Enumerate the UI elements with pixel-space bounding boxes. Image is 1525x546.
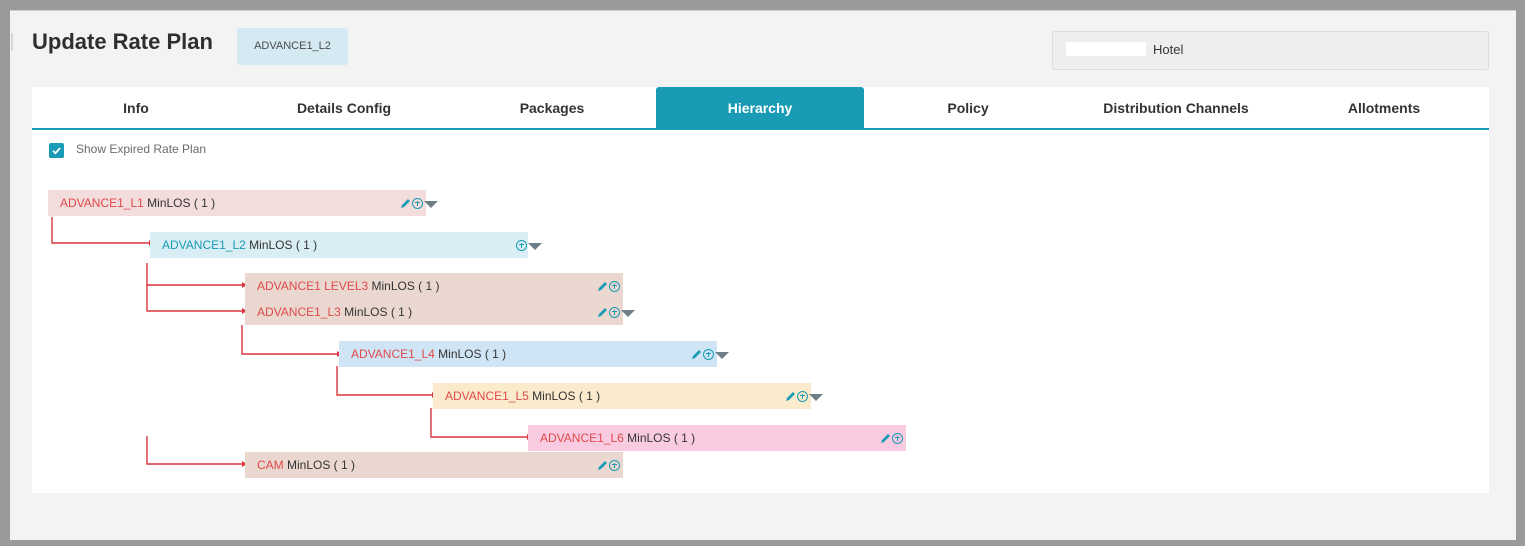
rate-plan-name: ADVANCE1_L5 [445,389,533,403]
add-child-icon[interactable] [703,348,714,360]
chevron-down-icon[interactable] [809,394,823,401]
add-child-icon[interactable] [516,239,527,251]
show-expired-checkbox[interactable] [49,143,64,158]
add-child-icon[interactable] [609,280,620,292]
edit-pencil-icon[interactable] [880,433,891,444]
add-child-icon[interactable] [412,197,423,209]
rate-plan-node[interactable]: ADVANCE1_L2 MinLOS ( 1 ) [150,232,542,258]
chevron-down-icon[interactable] [715,352,729,359]
hierarchy-connectors [51,217,532,467]
node-actions [597,452,620,478]
node-actions [597,299,635,325]
hotel-name-redacted [1066,42,1146,56]
rate-plan-name: ADVANCE1 LEVEL3 [257,279,372,293]
chevron-down-icon[interactable] [528,243,542,250]
add-child-icon[interactable] [797,390,808,402]
rate-plan-minlos: MinLOS ( 1 ) [147,196,216,210]
rate-plan-node[interactable]: ADVANCE1_L6 MinLOS ( 1 ) [528,425,906,451]
edit-pencil-icon[interactable] [785,391,796,402]
rate-plan-minlos: MinLOS ( 1 ) [249,238,318,252]
rate-plan-minlos: MinLOS ( 1 ) [532,389,601,403]
node-actions [785,383,823,409]
edit-pencil-icon[interactable] [400,198,411,209]
rate-plan-name: ADVANCE1_L4 [351,347,439,361]
node-actions [515,232,542,258]
edit-pencil-icon[interactable] [597,307,608,318]
tab-hierarchy[interactable]: Hierarchy [656,87,864,128]
rate-plan-minlos: MinLOS ( 1 ) [627,431,696,445]
rate-plan-minlos: MinLOS ( 1 ) [371,279,440,293]
chevron-down-icon[interactable] [424,201,438,208]
show-expired-label: Show Expired Rate Plan [76,142,207,156]
page-title: Update Rate Plan [32,29,213,54]
window-edge [11,33,13,51]
rate-plan-name: ADVANCE1_L3 [257,305,345,319]
rate-plan-name: ADVANCE1_L2 [162,238,250,252]
content-card: Info Details Config Packages Hierarchy P… [32,87,1489,493]
rate-plan-name: ADVANCE1_L1 [60,196,148,210]
node-actions [597,273,620,299]
hotel-label: Hotel [1153,42,1184,57]
rate-plan-node[interactable]: ADVANCE1_L3 MinLOS ( 1 ) [245,299,635,325]
rate-plan-minlos: MinLOS ( 1 ) [287,458,356,472]
rate-plan-name: CAM [257,458,287,472]
add-child-icon[interactable] [892,432,903,444]
edit-pencil-icon[interactable] [597,281,608,292]
checkmark-icon [52,147,61,155]
rate-plan-node[interactable]: ADVANCE1_L5 MinLOS ( 1 ) [433,383,823,409]
add-child-icon[interactable] [609,306,620,318]
tab-allotments[interactable]: Allotments [1347,99,1421,116]
node-actions [691,341,729,367]
tab-policy[interactable]: Policy [947,99,989,116]
rate-plan-node[interactable]: CAM MinLOS ( 1 ) [245,452,623,478]
hotel-selector[interactable]: Hotel [1052,31,1489,70]
tab-info[interactable]: Info [123,99,149,116]
tab-bar: Info Details Config Packages Hierarchy P… [32,87,1489,130]
tab-details-config[interactable]: Details Config [296,99,392,116]
edit-pencil-icon[interactable] [691,349,702,360]
node-actions [400,190,438,216]
rate-plan-node[interactable]: ADVANCE1 LEVEL3 MinLOS ( 1 ) [245,273,623,299]
rate-plan-minlos: MinLOS ( 1 ) [438,347,507,361]
node-actions [880,425,903,451]
plan-code-badge: ADVANCE1_L2 [237,28,348,65]
tab-packages[interactable]: Packages [519,99,585,116]
edit-pencil-icon[interactable] [597,460,608,471]
rate-plan-minlos: MinLOS ( 1 ) [344,305,413,319]
rate-plan-name: ADVANCE1_L6 [540,431,628,445]
rate-plan-node[interactable]: ADVANCE1_L4 MinLOS ( 1 ) [339,341,729,367]
add-child-icon[interactable] [609,459,620,471]
tab-distribution-channels[interactable]: Distribution Channels [1103,99,1249,116]
rate-plan-node[interactable]: ADVANCE1_L1 MinLOS ( 1 ) [48,190,438,216]
chevron-down-icon[interactable] [621,310,635,317]
